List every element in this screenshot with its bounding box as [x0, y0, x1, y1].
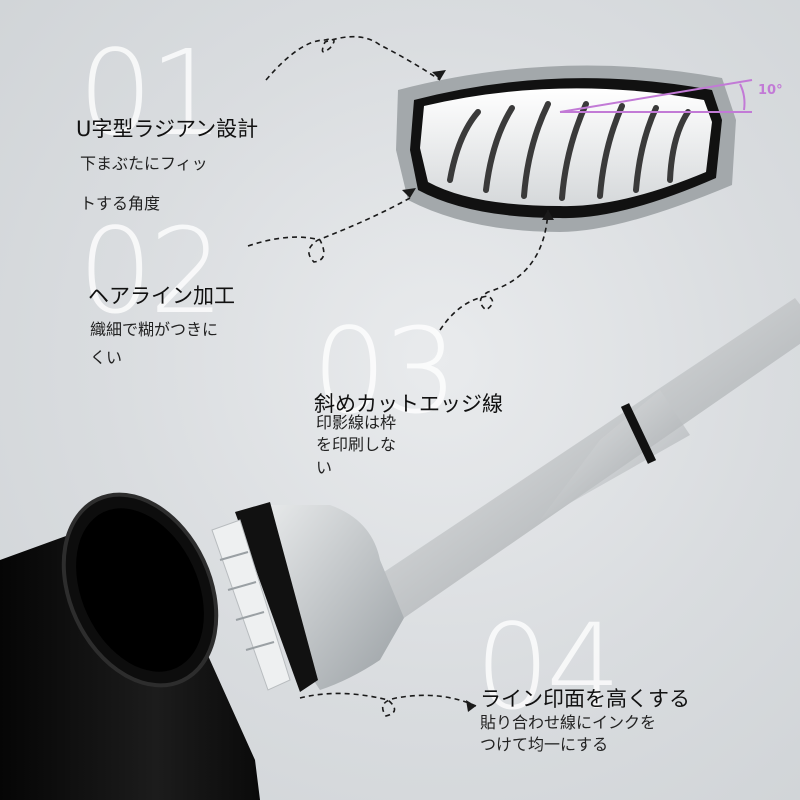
section-04-desc-line: つけて均一にする [480, 735, 609, 755]
section-03-title: 斜めカットエッジ線 [314, 392, 503, 416]
section-04-desc: 貼り合わせ線にインクを つけて均一にする [480, 712, 656, 757]
section-02-desc-line: 織細で糊がつきに [90, 320, 219, 339]
section-01-desc-line: 下まぶたにフィッ [80, 154, 208, 173]
section-01-desc: 下まぶたにフィッ トする角度 [80, 150, 208, 218]
section-number-03: 03 [312, 302, 458, 440]
angle-label: 10° [758, 83, 783, 98]
stamp-face-closeup [396, 65, 753, 232]
applicator [211, 298, 800, 692]
section-01-title: U字型ラジアン設計 [76, 117, 259, 141]
section-03-desc-line: い [316, 457, 333, 477]
section-02-desc-line: くい [90, 348, 123, 367]
section-04-desc-line: 貼り合わせ線にインクを [480, 713, 657, 732]
section-04-title: ライン印面を高くする [480, 687, 690, 711]
section-number-04: 04 [475, 598, 621, 736]
section-03-desc: 印影線は枠 を印刷しな い [316, 412, 396, 479]
section-03-desc-line: 印影線は枠 [316, 413, 397, 432]
section-02-desc: 織細で糊がつきに くい [90, 316, 218, 372]
section-02-title: ヘアライン加工 [88, 284, 235, 308]
section-01-desc-line: トする角度 [80, 194, 161, 213]
bottle [0, 492, 260, 800]
section-number-02: 02 [78, 202, 224, 340]
section-number-01: 01 [78, 24, 224, 162]
section-03-desc-line: を印刷しな [316, 435, 397, 455]
